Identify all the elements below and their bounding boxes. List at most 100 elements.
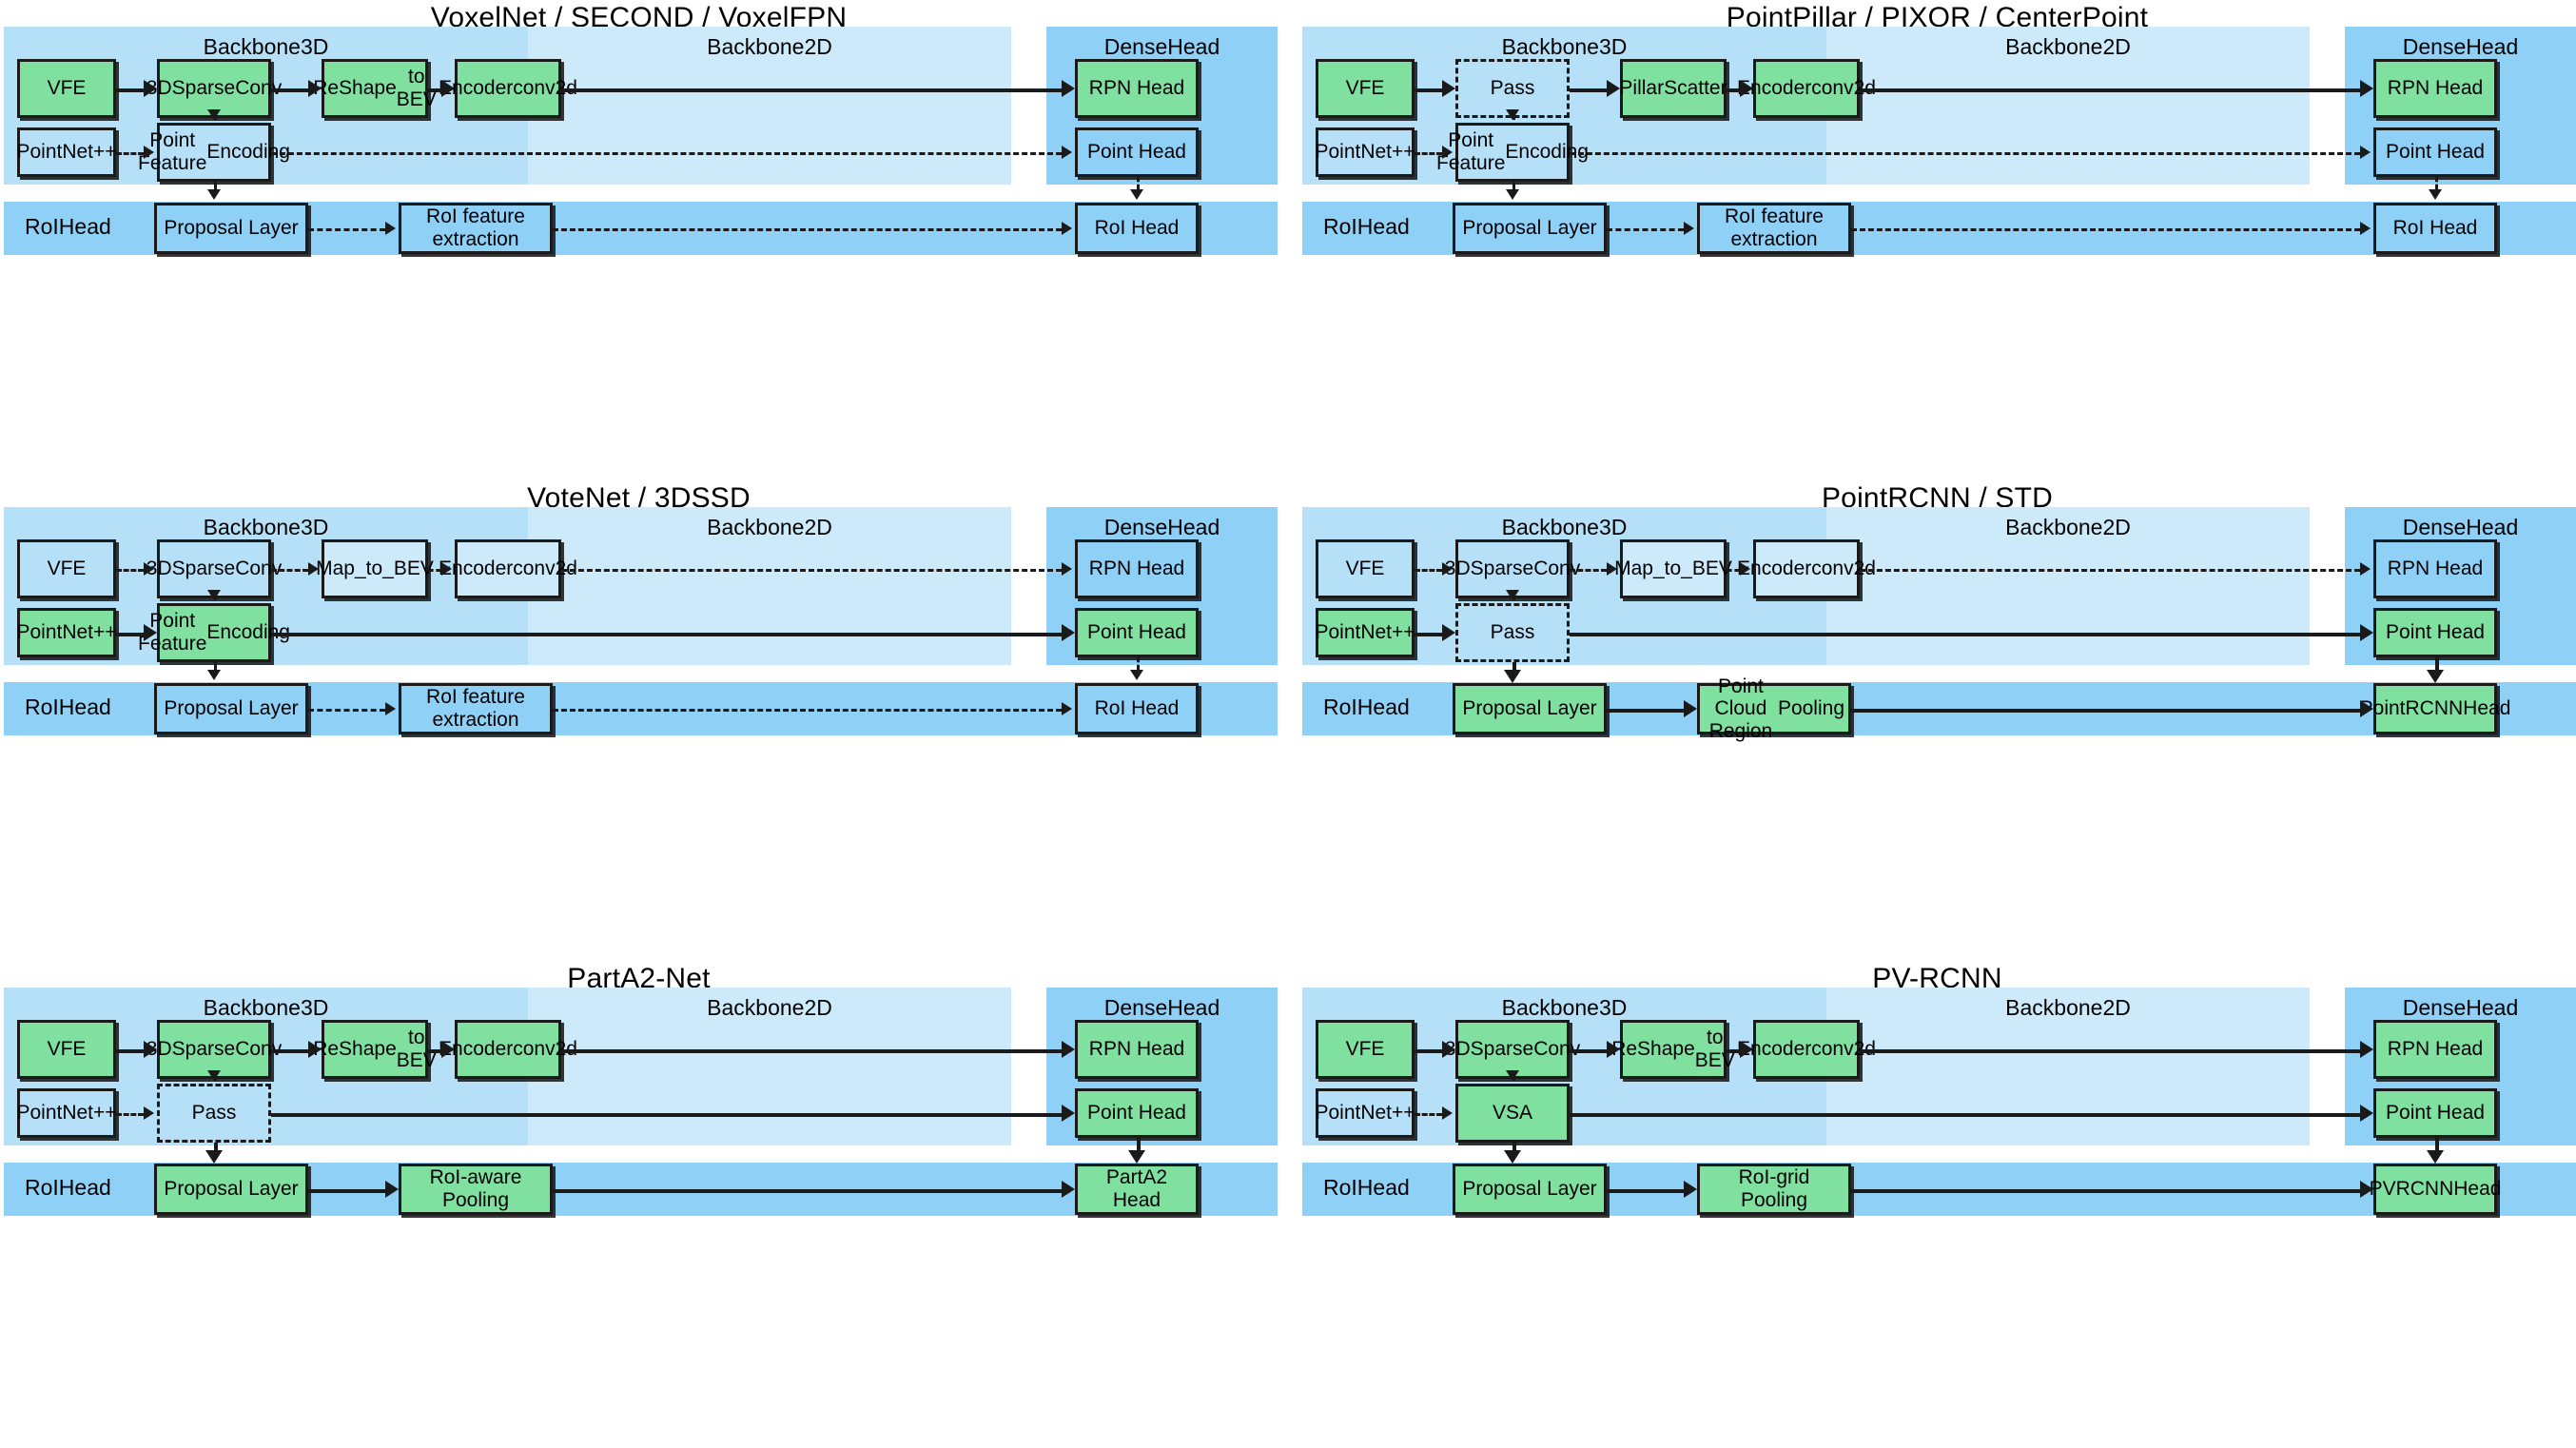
module-box-rpn_head[interactable]: RPN Head — [2373, 1020, 2497, 1079]
arrowhead-mid3d-to-pfe — [207, 1070, 221, 1081]
module-box-vfe[interactable]: VFE — [1316, 539, 1415, 598]
module-box-rpn_head[interactable]: RPN Head — [2373, 539, 2497, 598]
arrowhead-bev-to-encoder — [441, 1041, 455, 1058]
module-box-vfe[interactable]: VFE — [17, 539, 116, 598]
arrowhead-roi_feat-to-roi_head — [2360, 1181, 2373, 1198]
module-box-pointnet[interactable]: PointNet++ — [1315, 127, 1415, 177]
module-box-pfe[interactable]: VSA — [1455, 1084, 1570, 1143]
module-box-proposal[interactable]: Proposal Layer — [1453, 203, 1607, 254]
arrowhead-roi_feat-to-roi_head — [2360, 222, 2371, 235]
module-box-vfe[interactable]: VFE — [17, 59, 116, 118]
module-box-rpn_head[interactable]: RPN Head — [2373, 59, 2497, 118]
label-roihead: RoIHead — [1323, 1175, 1410, 1200]
arrowhead-pfe-to-point_head — [2360, 624, 2373, 641]
module-box-proposal[interactable]: Proposal Layer — [154, 1164, 308, 1215]
connector-bev-to-encoder — [1727, 569, 1740, 572]
module-box-proposal[interactable]: Proposal Layer — [1453, 1164, 1607, 1215]
connector-pointnet-to-pfe — [1415, 633, 1442, 636]
arrowhead-pointnet-to-pfe — [144, 146, 154, 159]
module-box-roi_head[interactable]: RoI Head — [2373, 203, 2497, 254]
module-box-pointnet[interactable]: PointNet++ — [1315, 1088, 1415, 1138]
label-densehead: DenseHead — [1103, 995, 1220, 1020]
module-box-point_head[interactable]: Point Head — [2373, 1088, 2497, 1138]
connector-vfe-to-mid3d — [1415, 1049, 1442, 1053]
module-box-rpn_head[interactable]: RPN Head — [1075, 59, 1199, 118]
module-box-pfe[interactable]: Pass — [1455, 603, 1570, 662]
arrowhead-mid3d-to-bev — [308, 80, 322, 97]
module-box-rpn_head[interactable]: RPN Head — [1075, 539, 1199, 598]
arrowhead-pfe-to-proposal — [1504, 1150, 1521, 1164]
band-backbone2d — [528, 27, 1011, 185]
module-box-bev[interactable]: PillarScatter — [1619, 59, 1727, 118]
connector-pfe-to-proposal — [1512, 182, 1515, 189]
connector-vfe-to-mid3d — [1415, 88, 1442, 92]
connector-pointnet-to-pfe — [1415, 152, 1442, 155]
module-box-pointnet[interactable]: PointNet++ — [16, 1088, 117, 1138]
module-box-roi_head[interactable]: RoI Head — [1075, 683, 1199, 734]
module-box-vfe[interactable]: VFE — [1316, 1020, 1415, 1079]
arrowhead-vfe-to-mid3d — [144, 80, 157, 97]
module-box-bev[interactable]: Map_to_BEV — [316, 539, 434, 598]
module-box-pfe[interactable]: Pass — [157, 1084, 271, 1143]
module-box-pointnet[interactable]: PointNet++ — [1315, 608, 1415, 657]
arrowhead-pointnet-to-pfe — [144, 624, 157, 641]
module-box-roi_feat[interactable]: RoI feature extraction — [1697, 203, 1851, 254]
module-box-point_head[interactable]: Point Head — [2373, 127, 2497, 177]
module-box-point_head[interactable]: Point Head — [2373, 608, 2497, 657]
module-box-roi_head[interactable]: PartA2 Head — [1075, 1164, 1199, 1215]
arrowhead-encoder-to-rpn_head — [2360, 80, 2373, 97]
module-box-rpn_head[interactable]: RPN Head — [1075, 1020, 1199, 1079]
module-box-roi_feat[interactable]: RoI feature extraction — [399, 683, 553, 734]
label-backbone3d: Backbone3D — [203, 995, 329, 1020]
arrowhead-pfe-to-proposal — [205, 1150, 223, 1164]
connector-bev-to-encoder — [1727, 88, 1740, 92]
module-box-proposal[interactable]: Proposal Layer — [154, 683, 308, 734]
module-box-roi_head[interactable]: RoI Head — [1075, 203, 1199, 254]
module-box-proposal[interactable]: Proposal Layer — [1453, 683, 1607, 734]
connector-bev-to-encoder — [428, 569, 441, 572]
connector-pfe-to-point_head — [1570, 633, 2360, 636]
connector-mid3d-to-bev — [1570, 569, 1607, 572]
module-box-roi_feat[interactable]: RoI feature extraction — [399, 203, 553, 254]
connector-bev-to-encoder — [428, 1049, 441, 1053]
module-box-vfe[interactable]: VFE — [1316, 59, 1415, 118]
module-box-bev[interactable]: Map_to_BEV — [1614, 539, 1732, 598]
label-backbone3d: Backbone3D — [1501, 995, 1628, 1020]
label-densehead: DenseHead — [1103, 34, 1220, 59]
connector-mid3d-to-bev — [1570, 1049, 1607, 1053]
connector-point_head-to-roi_head — [1137, 1138, 1141, 1150]
module-box-pointnet[interactable]: PointNet++ — [16, 127, 117, 177]
module-box-pointnet[interactable]: PointNet++ — [16, 608, 117, 657]
module-box-point_head[interactable]: Point Head — [1075, 127, 1199, 177]
arrowhead-mid3d-to-bev — [308, 562, 319, 576]
module-box-point_head[interactable]: Point Head — [1075, 1088, 1199, 1138]
arrowhead-pfe-to-proposal — [207, 189, 221, 200]
module-box-point_head[interactable]: Point Head — [1075, 608, 1199, 657]
connector-roi_feat-to-roi_head — [1851, 709, 2360, 713]
module-box-vfe[interactable]: VFE — [17, 1020, 116, 1079]
connector-point_head-to-roi_head — [2435, 1138, 2439, 1150]
module-box-proposal[interactable]: Proposal Layer — [154, 203, 308, 254]
module-box-roi_feat[interactable]: RoI-aware Pooling — [399, 1164, 553, 1215]
module-box-roi_feat[interactable]: RoI-grid Pooling — [1697, 1164, 1851, 1215]
arrowhead-vfe-to-mid3d — [1442, 562, 1453, 576]
